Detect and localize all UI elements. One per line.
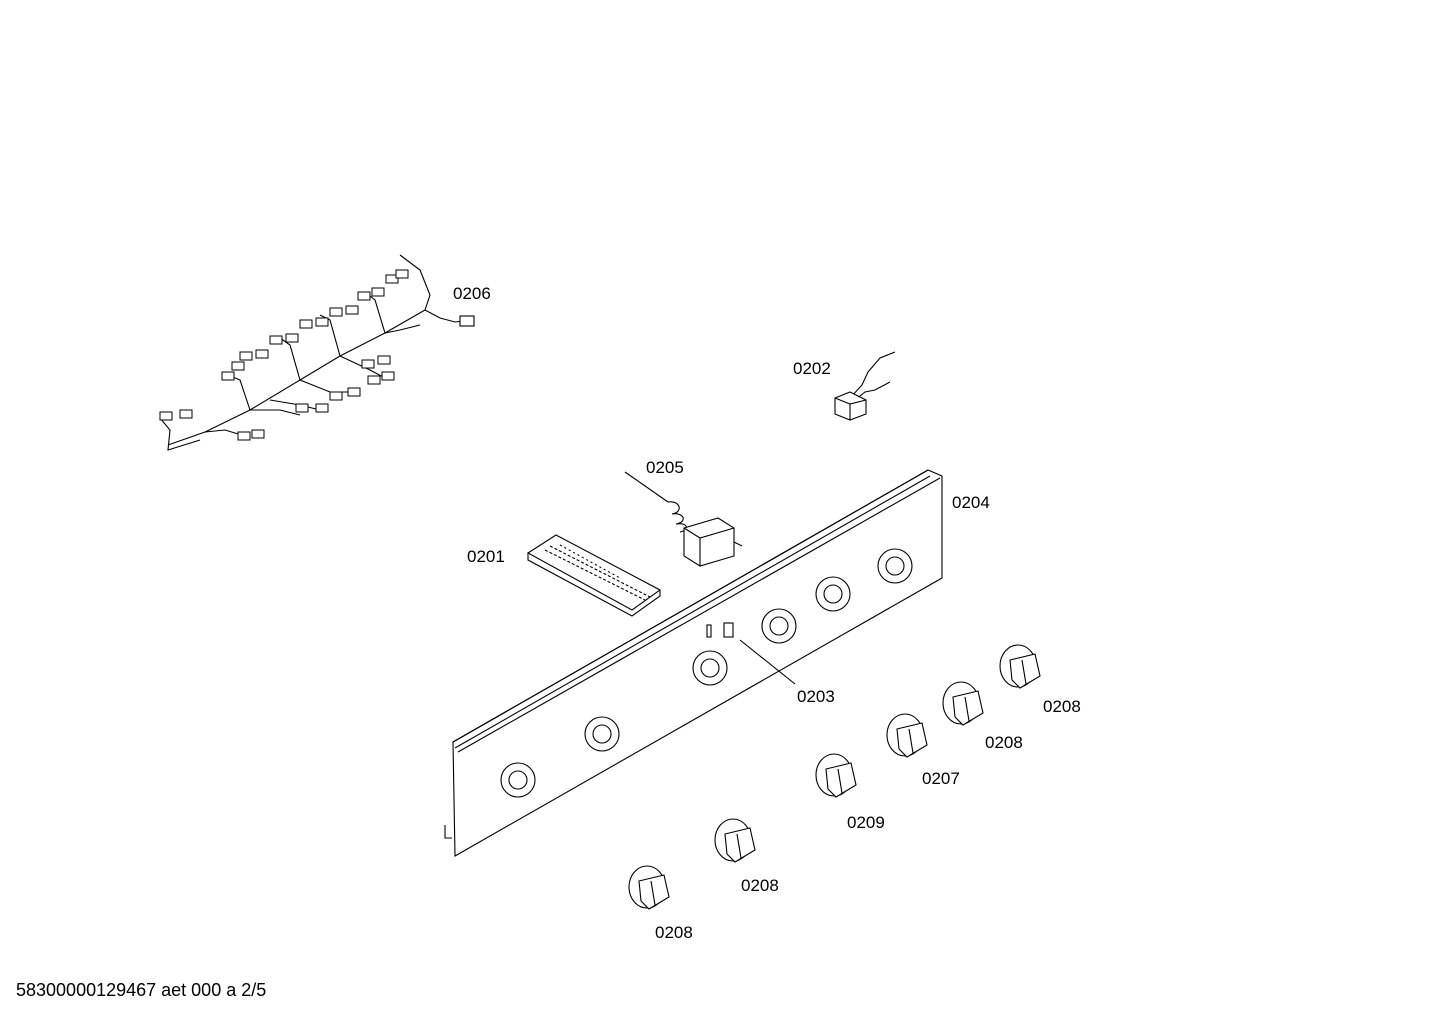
switch-part-0202: [834, 351, 896, 421]
indicator-lamp-0203: [706, 622, 796, 685]
knob-0208-far-right: [999, 644, 1041, 689]
part-label-0208-a: 0208: [1043, 697, 1081, 716]
part-label-0203: 0203: [797, 687, 835, 706]
part-label-0206: 0206: [453, 284, 491, 303]
knob-0207: [886, 713, 928, 758]
terminal-block-0201: [526, 534, 662, 617]
part-label-0208-d: 0208: [655, 923, 693, 942]
part-label-0205: 0205: [646, 458, 684, 477]
part-label-0202: 0202: [793, 359, 831, 378]
knob-0208-left: [628, 865, 670, 910]
part-label-0201: 0201: [467, 547, 505, 566]
document-code: 58300000129467 aet 000 a 2/5: [16, 980, 267, 1000]
panel-knob-openings: [500, 548, 913, 798]
part-label-0209: 0209: [847, 813, 885, 832]
part-label-0204: 0204: [952, 493, 990, 512]
thermostat-part-0205: [624, 471, 743, 567]
control-panel-0204: [444, 469, 943, 857]
knob-0208-center: [714, 818, 756, 863]
wiring-harness-0206: [159, 254, 475, 451]
part-label-0208-b: 0208: [985, 733, 1023, 752]
knob-0209: [815, 753, 857, 798]
knob-0208-right: [942, 681, 984, 726]
part-label-0208-c: 0208: [741, 876, 779, 895]
part-label-0207: 0207: [922, 769, 960, 788]
